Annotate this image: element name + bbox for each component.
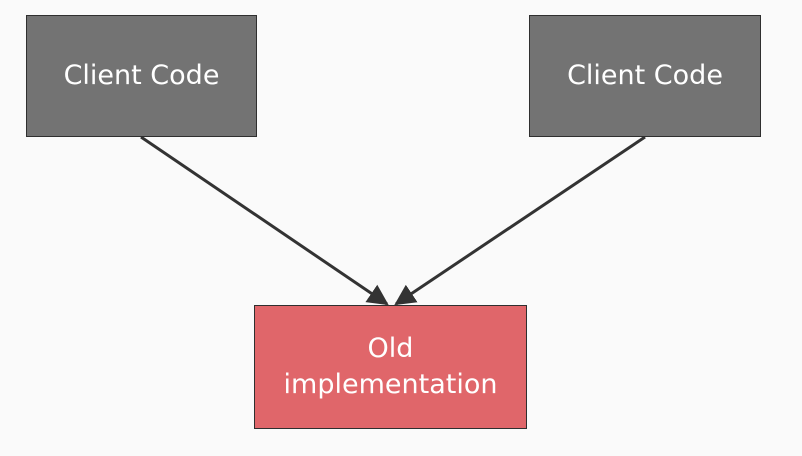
edge-client-right-to-old-implementation — [394, 135, 646, 306]
edge-client-left-to-old-implementation — [140, 135, 389, 306]
client-code-left-node: Client Code — [26, 15, 257, 137]
old-implementation-node: Old implementation — [254, 305, 527, 429]
client-code-right-node: Client Code — [529, 15, 761, 137]
